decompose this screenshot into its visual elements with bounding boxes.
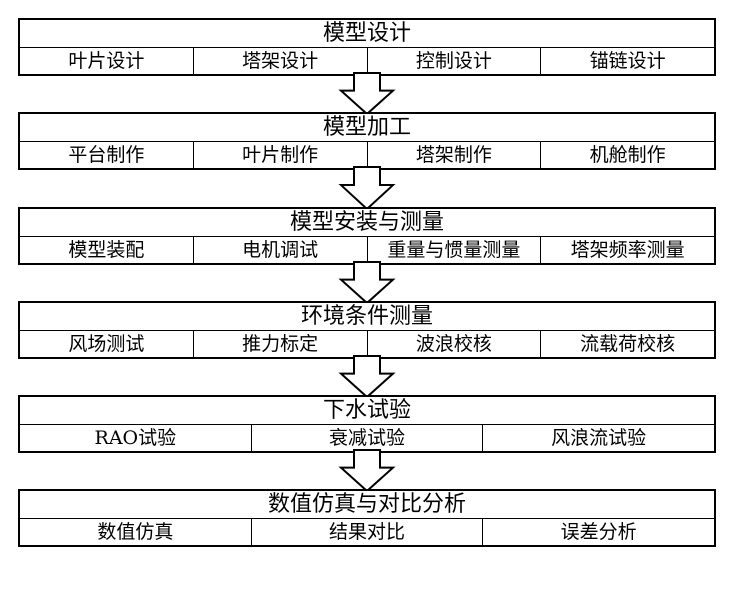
down-arrow-icon (338, 355, 396, 399)
stage-block: 环境条件测量风场测试 推力标定波浪校核流载荷校核 (18, 301, 716, 359)
stage-item: 风浪流试验 (482, 425, 714, 451)
down-arrow-icon (338, 72, 396, 116)
stage-item: 重量与惯量测量 (366, 237, 541, 263)
arrow-shape (338, 166, 396, 211)
stage-block: 模型加工平台制作 叶片制作塔架制作机舱制作 (18, 112, 716, 170)
arrow-shape (338, 355, 396, 399)
stage-item: 叶片制作 (192, 142, 367, 168)
stage-items-row: 风场测试 推力标定波浪校核流载荷校核 (20, 331, 714, 357)
stage-title: 环境条件测量 (20, 303, 714, 331)
stage-items-row: 模型装配 电机调试重量与惯量测量塔架频率测量 (20, 237, 714, 263)
stage-item: 平台制作 (68, 144, 145, 166)
stage-items-row: 叶片设计 塔架设计控制设计锚链设计 (20, 48, 714, 74)
stage-item: 推力标定 (192, 331, 367, 357)
stage-block: 模型设计叶片设计 塔架设计控制设计锚链设计 (18, 18, 716, 76)
stage-item: 锚链设计 (540, 48, 714, 74)
down-arrow-icon (338, 166, 396, 211)
stage-item: 风场测试 (68, 333, 145, 355)
stage-items-row: 数值仿真 结果对比误差分析 (20, 519, 714, 545)
stage-item: 控制设计 (366, 48, 541, 74)
stage-title: 模型加工 (20, 114, 714, 142)
stage-title: 模型设计 (20, 20, 714, 48)
stage-block: 数值仿真与对比分析数值仿真 结果对比误差分析 (18, 489, 716, 547)
stage-item: 塔架设计 (192, 48, 367, 74)
down-arrow-icon (338, 449, 396, 493)
stage-item: 电机调试 (192, 237, 367, 263)
stage-item: 叶片设计 (68, 50, 145, 72)
stage-item: 误差分析 (482, 519, 714, 545)
stage-item: 塔架制作 (366, 142, 541, 168)
stage-items-row: 平台制作 叶片制作塔架制作机舱制作 (20, 142, 714, 168)
stage-block: 模型安装与测量模型装配 电机调试重量与惯量测量塔架频率测量 (18, 207, 716, 265)
stage-title: 模型安装与测量 (20, 209, 714, 237)
stage-item: 波浪校核 (366, 331, 541, 357)
arrow-shape (338, 449, 396, 493)
stage-item: 机舱制作 (540, 142, 714, 168)
stage-item: 衰减试验 (250, 425, 483, 451)
stage-items-row: RAO试验 衰减试验风浪流试验 (20, 425, 714, 451)
stage-title: 数值仿真与对比分析 (20, 491, 714, 519)
stage-item: 流载荷校核 (540, 331, 714, 357)
down-arrow-icon (338, 261, 396, 305)
stage-item: RAO试验 (94, 427, 177, 449)
stage-item: 数值仿真 (97, 521, 174, 543)
stage-item: 结果对比 (250, 519, 483, 545)
arrow-shape (338, 261, 396, 305)
stage-item: 塔架频率测量 (540, 237, 714, 263)
stage-item: 模型装配 (68, 239, 145, 261)
stage-title: 下水试验 (20, 397, 714, 425)
arrow-shape (338, 72, 396, 116)
